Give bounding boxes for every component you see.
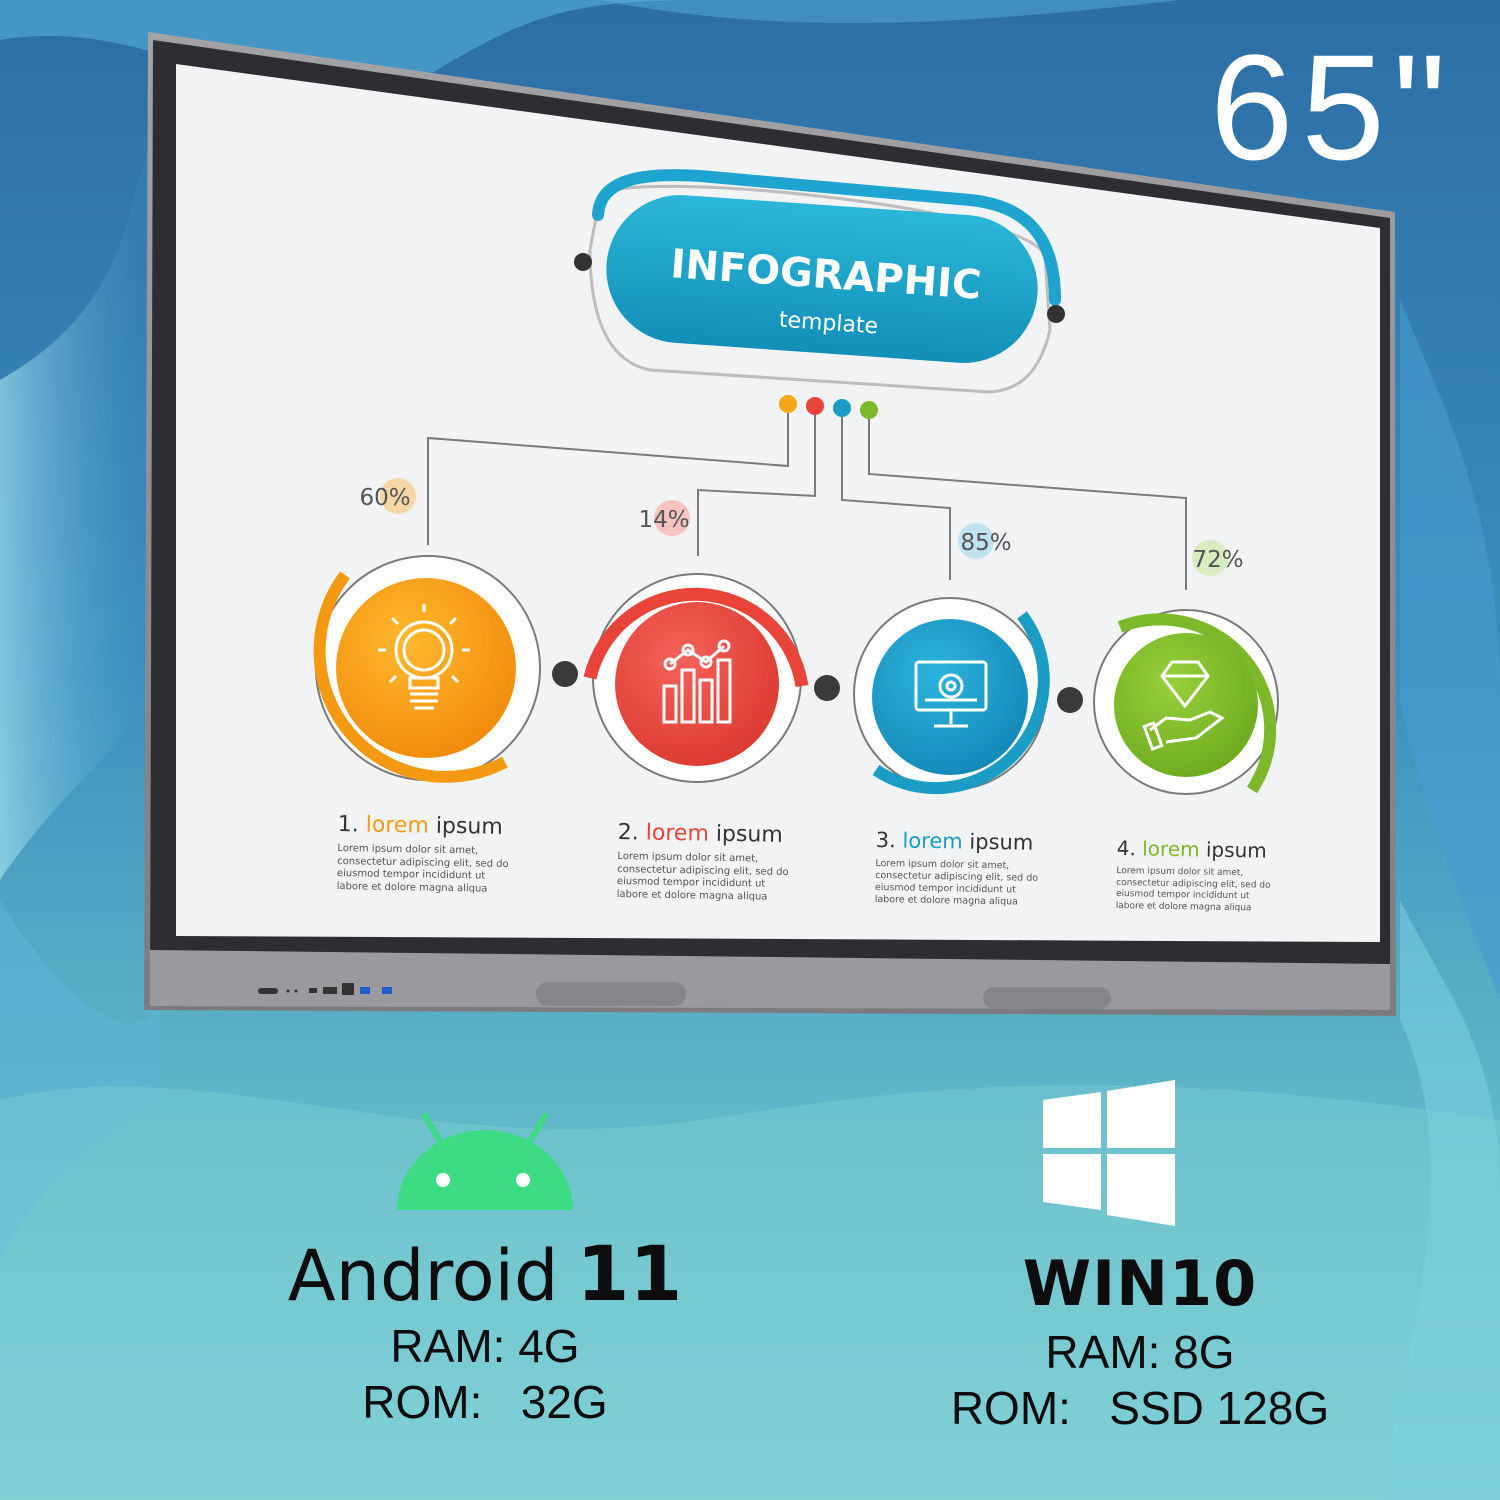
item-1-word2: ipsum — [435, 813, 504, 840]
speaker-grill-right — [983, 987, 1111, 1009]
infographic-title-badge: INFOGRAPHIC template — [574, 169, 1065, 394]
android-icon — [397, 1113, 573, 1210]
screen-size-label: 65" — [1210, 23, 1455, 191]
android-version: 11 — [576, 1229, 683, 1318]
item-2-word1: lorem — [645, 820, 710, 847]
item-4-number: 4. — [1116, 836, 1137, 861]
windows-rom: ROM: SSD 128G — [950, 1382, 1330, 1434]
item-3-word1: lorem — [902, 828, 963, 854]
item-4-word1: lorem — [1142, 836, 1200, 862]
item-2-text: 2. lorem ipsum Lorem ipsum dolor sit ame… — [617, 820, 798, 904]
windows-logo-icon — [1043, 1080, 1175, 1226]
item-2-circle — [583, 573, 809, 783]
item-4-circle — [1093, 609, 1279, 795]
item-1-text: 1. lorem ipsum Lorem ipsum dolor sit ame… — [337, 812, 518, 896]
infographic: INFOGRAPHIC template 60% 14% 85% 72% — [313, 169, 1279, 795]
item-3-text: 3. lorem ipsum Lorem ipsum dolor sit ame… — [875, 828, 1046, 909]
item-1-circle — [313, 555, 541, 783]
item-1-number: 1. — [337, 812, 359, 838]
item-3-number: 3. — [875, 828, 897, 853]
item-3-word2: ipsum — [969, 829, 1034, 855]
android-ram: RAM: 4G — [390, 1320, 580, 1372]
windows-specs: WIN10 RAM: 8G ROM: SSD 128G — [930, 1244, 1350, 1436]
item-2-word2: ipsum — [715, 821, 784, 848]
android-rom: ROM: 32G — [362, 1376, 608, 1428]
speaker-grill-left — [536, 982, 686, 1006]
lightbulb-icon — [378, 604, 470, 710]
front-ports — [258, 983, 392, 995]
item-3-circle — [853, 597, 1050, 795]
item-4-percent: 72% — [1192, 547, 1243, 573]
windows-ram: RAM: 8G — [1045, 1326, 1235, 1378]
item-2-percent: 14% — [638, 507, 689, 533]
monitor-gear-icon — [914, 660, 988, 728]
item-3-percent: 85% — [960, 530, 1011, 556]
diamond-hand-icon — [1142, 660, 1225, 751]
interactive-display — [144, 32, 1396, 1016]
item-1-percent: 60% — [359, 485, 410, 511]
bar-chart-icon — [662, 639, 732, 724]
windows-name: WIN10 — [1022, 1247, 1258, 1320]
item-1-word1: lorem — [365, 812, 430, 839]
item-4-text: 4. lorem ipsum Lorem ipsum dolor sit ame… — [1116, 836, 1277, 915]
item-4-word2: ipsum — [1205, 837, 1268, 863]
item-2-number: 2. — [617, 820, 639, 846]
android-name: Android — [287, 1235, 559, 1317]
